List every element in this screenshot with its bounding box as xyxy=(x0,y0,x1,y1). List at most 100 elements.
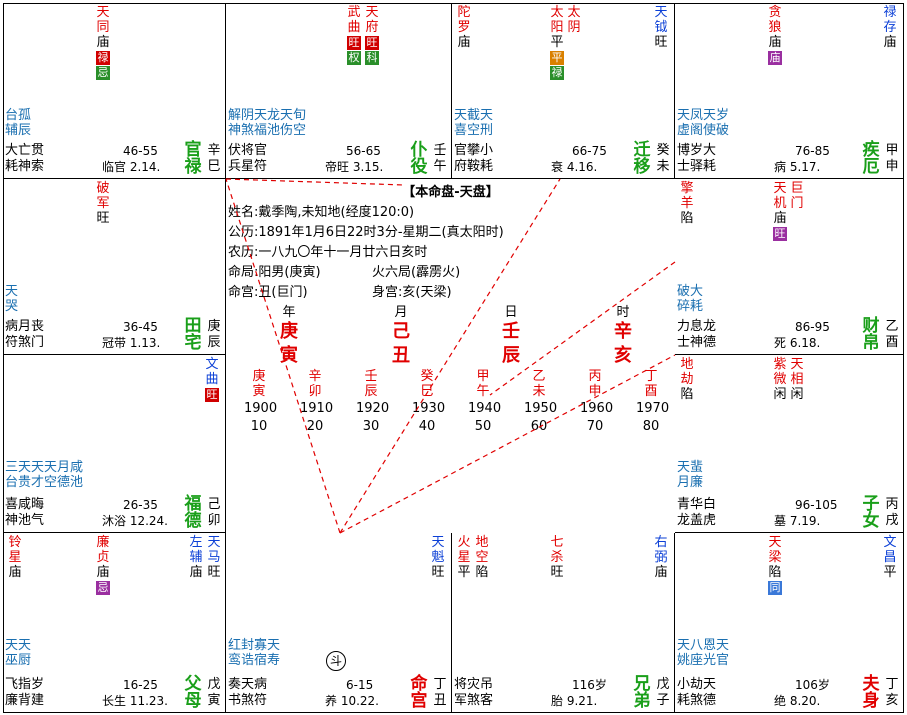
dayun-year: 1940 xyxy=(468,401,502,416)
star-brightness: 庙 xyxy=(883,35,897,50)
palace-ganzhi: 丁亥 xyxy=(885,677,899,708)
shensha-row-2: 士驿耗 xyxy=(677,159,717,174)
pillar-branch: 亥 xyxy=(614,345,632,366)
center-panel: 【本命盘-天盘】 姓名:戴季陶,未知地(经度120:0) 公历:1891年1月6… xyxy=(226,179,675,533)
shensha-row-2: 士神德 xyxy=(677,335,717,350)
star: 天钺旺 xyxy=(653,5,669,50)
star-name: 太 xyxy=(550,5,564,20)
star-name: 贞 xyxy=(96,550,110,565)
shensha-row-2: 府鞍耗 xyxy=(454,159,494,174)
daxian-range: 66-75 xyxy=(572,144,607,158)
star: 武曲旺权 xyxy=(346,5,362,65)
palace-name: 子女 xyxy=(862,494,880,531)
changsheng-xiaoxian: 冠带 1.13. xyxy=(102,336,161,350)
birth-pillar: 日壬辰 xyxy=(496,301,526,368)
dayun-stem: 辛 xyxy=(308,369,322,384)
shensha-row-1: 小劫天 xyxy=(677,677,717,692)
palace-ganzhi: 丙戌 xyxy=(885,497,899,528)
palace-ganzhi: 甲申 xyxy=(885,143,899,174)
palace-ganzhi: 庚辰 xyxy=(207,319,221,350)
pillar-branch: 辰 xyxy=(502,345,520,366)
star: 巨门 xyxy=(789,181,805,211)
shen-gong-line: 身宫:亥(天梁) xyxy=(372,285,452,300)
star-name: 天 xyxy=(768,535,782,550)
star-brightness: 陷 xyxy=(680,387,694,402)
minor-stars: 月廉 xyxy=(677,475,704,490)
dayun-stem: 丁 xyxy=(644,369,658,384)
star: 天同庙禄忌 xyxy=(95,5,111,80)
star-name: 劫 xyxy=(680,372,694,387)
dayun-age: 70 xyxy=(586,419,604,434)
star: 文曲旺 xyxy=(204,357,220,402)
dayun-year: 1930 xyxy=(412,401,446,416)
star-name: 梁 xyxy=(768,550,782,565)
star-brightness: 闲 xyxy=(773,387,787,402)
minor-stars: 天天 xyxy=(5,638,32,653)
palace-name: 父母 xyxy=(184,674,202,711)
star-brightness: 旺 xyxy=(550,565,564,580)
shensha-row-1: 将灾吊 xyxy=(454,677,494,692)
palace-name: 仆役 xyxy=(410,140,428,177)
dou-jun-mark: 斗 xyxy=(326,651,346,671)
palace-name: 福德 xyxy=(184,494,202,531)
star-brightness: 旺 xyxy=(654,35,668,50)
dayun-year: 1910 xyxy=(300,401,334,416)
dayun-year: 1950 xyxy=(524,401,558,416)
star-name: 阴 xyxy=(567,20,581,35)
daxian-range: 36-45 xyxy=(123,320,158,334)
main-stars: 文曲旺 xyxy=(5,357,223,417)
dayun-stem: 乙 xyxy=(532,369,546,384)
sihua-badge: 禄 xyxy=(96,51,110,65)
star-brightness: 陷 xyxy=(680,211,694,226)
changsheng-xiaoxian: 病 5.17. xyxy=(774,160,821,174)
star-name: 军 xyxy=(96,196,110,211)
pillar-label: 年 xyxy=(282,305,296,320)
dayun-age: 40 xyxy=(418,419,436,434)
star-name: 文 xyxy=(205,357,219,372)
star-name: 府 xyxy=(365,20,379,35)
sihua-badge: 禄 xyxy=(550,66,564,80)
star: 天府旺科 xyxy=(364,5,380,65)
main-stars: 天同庙禄忌 xyxy=(5,5,223,80)
star-name: 天 xyxy=(654,5,668,20)
star: 火星平 xyxy=(456,535,472,580)
main-stars: 武曲旺权天府旺科 xyxy=(228,5,449,65)
pillar-stem: 己 xyxy=(392,321,410,342)
star-name: 七 xyxy=(550,535,564,550)
minor-stars: 喜空刑 xyxy=(454,123,494,138)
shensha-row-2: 廉背建 xyxy=(5,693,45,708)
star-name: 地 xyxy=(680,357,694,372)
palace-name: 官禄 xyxy=(184,140,202,177)
pillar-label: 日 xyxy=(504,305,518,320)
dayun-year: 1970 xyxy=(636,401,670,416)
shensha-row-1: 病月丧 xyxy=(5,319,45,334)
shensha-row-2: 符煞门 xyxy=(5,335,45,350)
solar-date-line: 公历:1891年1月6日22时3分-星期二(真太阳时) xyxy=(228,225,504,240)
changsheng-xiaoxian: 沐浴 12.24. xyxy=(102,514,168,528)
pillar-stem: 辛 xyxy=(614,321,632,342)
shensha-row-1: 喜咸晦 xyxy=(5,497,45,512)
star-name: 地 xyxy=(475,535,489,550)
name-line: 姓名:戴季陶,未知地(经度120:0) xyxy=(228,205,415,220)
palace-ganzhi: 壬午 xyxy=(433,143,447,174)
main-stars: 破军旺 xyxy=(5,181,223,241)
main-stars: 火星平地空陷七杀旺右弼庙 xyxy=(454,535,672,595)
sihua-badge: 旺 xyxy=(205,388,219,402)
star-name: 存 xyxy=(883,20,897,35)
star-brightness: 平 xyxy=(457,565,471,580)
